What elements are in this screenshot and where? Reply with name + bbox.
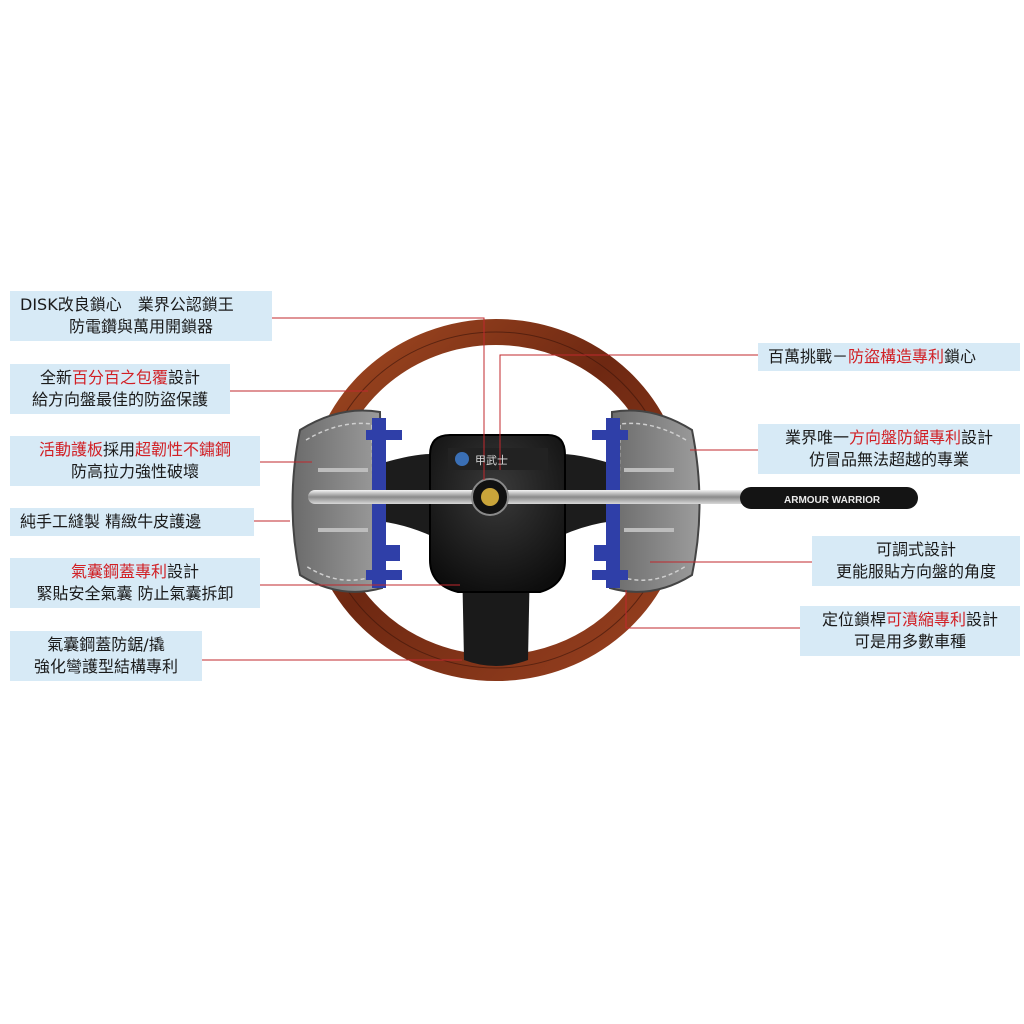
callout-line1: 氣囊鋼蓋專利設計 <box>20 561 250 583</box>
callout-text: 鎖心 <box>944 347 977 366</box>
callout-text: 可調式設計 <box>875 540 956 559</box>
callout-line1: 百萬挑戰－防盜構造專利鎖心 <box>768 346 1010 368</box>
callout-text: 防高拉力強性破壞 <box>70 462 199 481</box>
callout-line2: 緊貼安全氣囊 防止氣囊拆卸 <box>20 583 250 605</box>
callout-highlight-text: 活動護板 <box>38 440 103 459</box>
callout-highlight-text: 不鏽鋼 <box>183 440 232 459</box>
leader-lines <box>202 317 812 661</box>
callout-text: 設計 <box>966 610 999 629</box>
callout-text: 採用 <box>102 440 135 459</box>
callout-text: 氣囊鋼蓋防鋸/撬 <box>47 635 165 654</box>
callout-line1: 全新百分百之包覆設計 <box>20 367 220 389</box>
hub-logo-text: 甲武士 <box>475 454 508 467</box>
callout-text: 緊貼安全氣囊 防止氣囊拆卸 <box>36 584 234 603</box>
callout-line1: 純手工縫製 精緻牛皮護邊 <box>20 511 244 533</box>
callout-text: 設計 <box>167 562 200 581</box>
callout-text: 設計 <box>961 428 994 447</box>
callout-highlight-text: 氣囊鋼蓋專利 <box>70 562 167 581</box>
callout-highlight-text: 方向盤防鋸專利 <box>848 428 961 447</box>
lock-rod <box>308 478 918 516</box>
callout-line1: 氣囊鋼蓋防鋸/撬 <box>20 634 192 656</box>
callout-text: 強化彎護型結構專利 <box>33 657 178 676</box>
callout-highlight-text: 百分百之包覆 <box>71 368 168 387</box>
callout-text: 業界唯一 <box>784 428 849 447</box>
callout-highlight-text: 超韌性 <box>135 440 184 459</box>
callout-line2: 給方向盤最佳的防盜保護 <box>20 389 220 411</box>
callout-line1: 定位鎖桿可濆縮專利設計 <box>810 609 1010 631</box>
callout-line2: 防電鑽與萬用開鎖器 <box>20 316 262 338</box>
callout-airbag-cover-saw-proof: 氣囊鋼蓋防鋸/撬 強化彎護型結構專利 <box>10 631 202 681</box>
callout-text: 純手工縫製 精緻牛皮護邊 <box>20 512 202 531</box>
callout-million-challenge: 百萬挑戰－防盜構造專利鎖心 <box>758 343 1020 371</box>
callout-line2: 仿冒品無法超越的專業 <box>768 449 1010 471</box>
callout-text: DISK改良鎖心 業界公認鎖王 <box>20 295 234 314</box>
callout-text: 仿冒品無法超越的專業 <box>808 450 969 469</box>
callout-movable-guard: 活動護板採用超韌性不鏽鋼 防高拉力強性破壞 <box>10 436 260 486</box>
callout-text: 可是用多數車種 <box>853 632 966 651</box>
callout-line2: 強化彎護型結構專利 <box>20 656 192 678</box>
callout-text: 百萬挑戰－ <box>768 347 849 366</box>
callout-adjustable-design: 可調式設計 更能服貼方向盤的角度 <box>812 536 1020 586</box>
callout-text: 給方向盤最佳的防盜保護 <box>31 390 208 409</box>
callout-handmade-leather: 純手工縫製 精緻牛皮護邊 <box>10 508 254 536</box>
callout-line2: 更能服貼方向盤的角度 <box>822 561 1010 583</box>
rod-brand-label: ARMOUR WARRIOR <box>784 495 881 506</box>
callout-line1: 可調式設計 <box>822 539 1010 561</box>
callout-line1: 活動護板採用超韌性不鏽鋼 <box>20 439 250 461</box>
callout-airbag-cover-patent: 氣囊鋼蓋專利設計 緊貼安全氣囊 防止氣囊拆卸 <box>10 558 260 608</box>
callout-text: 防電鑽與萬用開鎖器 <box>68 317 213 336</box>
callout-line1: 業界唯一方向盤防鋸專利設計 <box>768 427 1010 449</box>
callout-text: 更能服貼方向盤的角度 <box>835 562 996 581</box>
callout-positioning-rod: 定位鎖桿可濆縮專利設計 可是用多數車種 <box>800 606 1020 656</box>
callout-text: 全新 <box>39 368 72 387</box>
callout-full-coverage: 全新百分百之包覆設計 給方向盤最佳的防盜保護 <box>10 364 230 414</box>
callout-saw-proof-patent: 業界唯一方向盤防鋸專利設計 仿冒品無法超越的專業 <box>758 424 1020 474</box>
callout-text: 設計 <box>168 368 201 387</box>
callout-line2: 防高拉力強性破壞 <box>20 461 250 483</box>
callout-highlight-text: 可濆縮專利 <box>885 610 966 629</box>
callout-line2: 可是用多數車種 <box>810 631 1010 653</box>
callout-line1: DISK改良鎖心 業界公認鎖王 <box>20 294 262 316</box>
callout-text: 定位鎖桿 <box>821 610 886 629</box>
callout-highlight-text: 防盜構造專利 <box>848 347 945 366</box>
callout-disk-lock-core: DISK改良鎖心 業界公認鎖王 防電鑽與萬用開鎖器 <box>10 291 272 341</box>
